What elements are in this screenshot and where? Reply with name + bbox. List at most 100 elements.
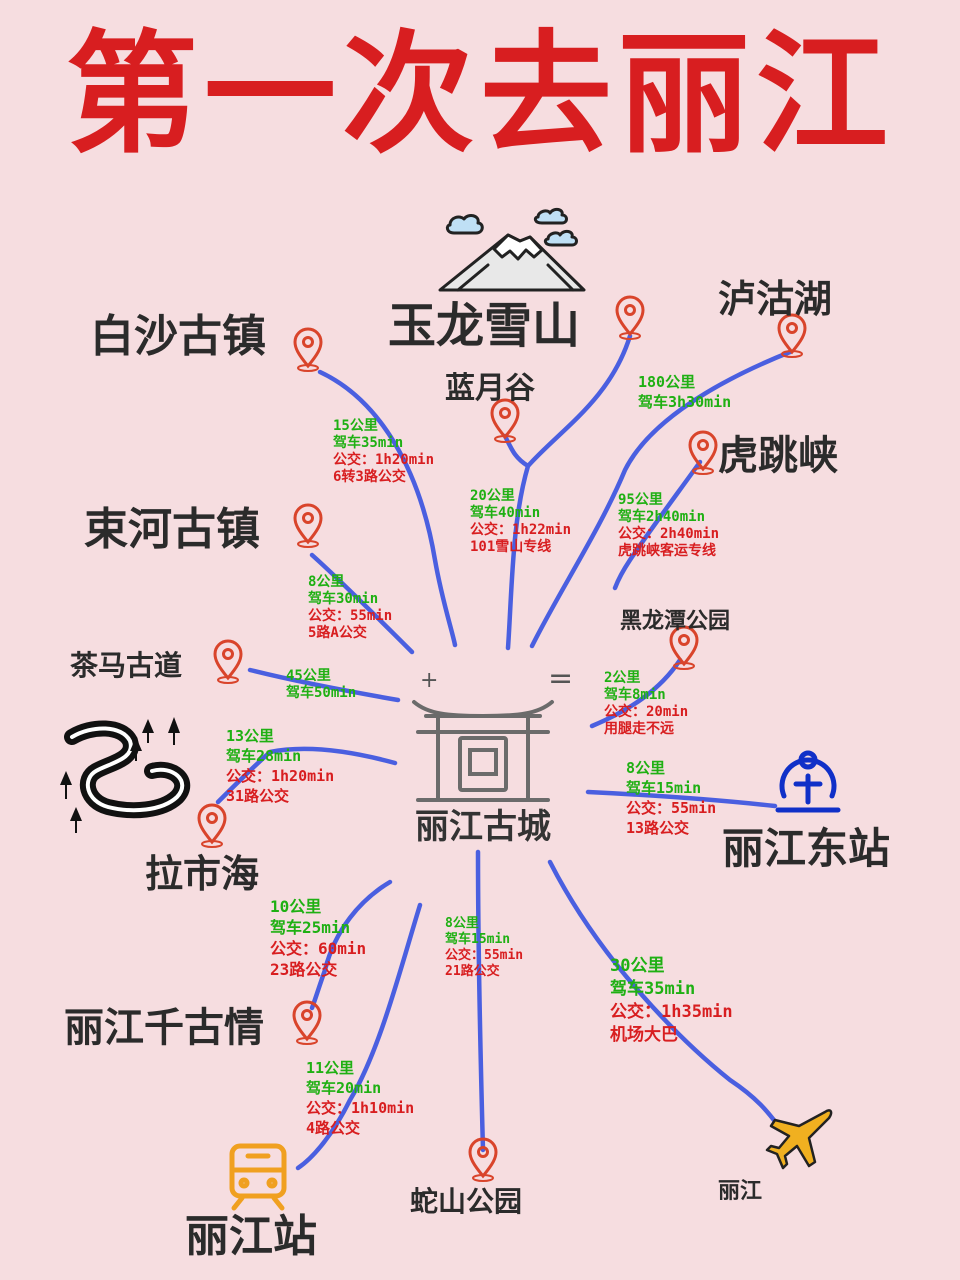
- location-pin-icon: [292, 1000, 322, 1045]
- location-pin-icon: [688, 430, 718, 475]
- route-line-airport: [547, 859, 783, 1131]
- place-heilong[interactable]: 黑龙潭公园: [620, 608, 731, 634]
- route-line-shesh: [475, 849, 486, 1153]
- info-line: 5路A公交: [308, 625, 367, 641]
- route-line-heilong: [589, 657, 683, 729]
- info-line: 101雪山专线: [470, 539, 552, 555]
- info-bus: 公交：55min: [445, 948, 524, 963]
- info-hutiao: 95公里 驾车2h40min 公交：2h40min 虎跳峡客运专线: [618, 492, 719, 560]
- place-east[interactable]: 丽江东站: [722, 824, 891, 873]
- info-dist: 20公里: [470, 488, 515, 504]
- info-dist: 13公里: [226, 727, 275, 745]
- location-pin-icon: [293, 327, 323, 372]
- info-bus: 公交：1h35min: [610, 1002, 733, 1022]
- place-lugu[interactable]: 泸沽湖: [718, 276, 833, 321]
- place-lashi[interactable]: 拉市海: [145, 851, 260, 896]
- info-lugu: 180公里 驾车3h30min: [638, 372, 731, 412]
- info-bus: 公交：1h20min: [226, 767, 335, 785]
- sparkle-plus-icon: +: [420, 668, 439, 693]
- info-line: 31路公交: [226, 787, 290, 805]
- place-yulong[interactable]: 玉龙雪山: [388, 298, 581, 354]
- info-dist: 11公里: [306, 1059, 355, 1077]
- location-pin-icon: [197, 803, 227, 848]
- info-car: 驾车2h40min: [618, 509, 706, 525]
- info-heilong: 2公里 驾车8min 公交：20min 用腿走不远: [604, 670, 688, 738]
- location-pin-icon: [669, 625, 699, 670]
- info-airport: 30公里 驾车35min 公交：1h35min 机场大巴: [610, 955, 733, 1047]
- location-pin-icon: [293, 503, 323, 548]
- route-line-lanyue: [502, 433, 531, 469]
- route-line-yulong: [505, 333, 633, 651]
- info-car: 驾车25min: [270, 918, 351, 937]
- info-car: 驾车3h30min: [638, 393, 732, 411]
- info-line: 23路公交: [270, 960, 338, 979]
- winding-road-icon: [60, 717, 191, 833]
- route-line-lashi: [215, 746, 398, 805]
- info-car: 驾车20min: [306, 1079, 382, 1097]
- place-station[interactable]: 丽江站: [185, 1211, 317, 1262]
- info-car: 驾车8min: [604, 687, 666, 703]
- info-car: 驾车28min: [226, 747, 302, 765]
- location-pin-icon: [777, 313, 807, 358]
- info-dist: 180公里: [638, 373, 696, 391]
- place-airport[interactable]: 丽江: [718, 1178, 763, 1204]
- info-bus: 公交：60min: [270, 939, 367, 958]
- location-pin-icon: [468, 1137, 498, 1182]
- info-shuhe: 8公里 驾车30min 公交：55min 5路A公交: [308, 574, 392, 642]
- info-dist: 8公里: [308, 574, 345, 590]
- info-dist: 2公里: [604, 670, 641, 686]
- info-dist: 15公里: [333, 418, 378, 434]
- place-lanyue[interactable]: 蓝月谷: [445, 371, 535, 406]
- route-line-station: [295, 902, 423, 1171]
- route-line-chama: [247, 667, 401, 703]
- route-line-qiangu: [309, 879, 393, 1011]
- info-shesh: 8公里 驾车15min 公交：55min 21路公交: [445, 916, 523, 980]
- info-yulong: 20公里 驾车40min 公交：1h22min 101雪山专线: [470, 488, 571, 556]
- info-qiangu: 10公里 驾车25min 公交：60min 23路公交: [270, 896, 366, 980]
- info-bus: 公交：2h40min: [618, 526, 720, 542]
- train-icon: [229, 1143, 287, 1211]
- info-line: 4路公交: [306, 1119, 361, 1137]
- info-dist: 45公里: [286, 668, 331, 684]
- info-lashi: 13公里 驾车28min 公交：1h20min 31路公交: [226, 726, 334, 806]
- page-title: 第一次去丽江: [66, 18, 894, 172]
- info-car: 驾车15min: [445, 932, 511, 947]
- sparkle-dash-icon: =: [548, 661, 574, 696]
- info-car: 驾车50min: [286, 685, 357, 701]
- route-line-east: [585, 789, 778, 809]
- location-pin-icon: [490, 398, 520, 443]
- place-chama[interactable]: 茶马古道: [70, 649, 183, 682]
- city-gate-icon: +: [412, 692, 554, 802]
- airplane-icon: [765, 1109, 833, 1170]
- info-line: 13路公交: [626, 819, 690, 837]
- info-car: 驾车35min: [333, 435, 404, 451]
- info-baisha: 15公里 驾车35min 公交：1h20min 6转3路公交: [333, 418, 434, 486]
- info-bus: 公交：1h20min: [333, 452, 435, 468]
- route-line-hutiao: [612, 459, 703, 591]
- info-station: 11公里 驾车20min 公交：1h10min 4路公交: [306, 1058, 414, 1138]
- info-car: 驾车30min: [308, 591, 379, 607]
- svg-text:+: +: [424, 692, 441, 695]
- location-pin-icon: [615, 295, 645, 340]
- place-hutiao[interactable]: 虎跳峡: [718, 432, 838, 479]
- place-center[interactable]: 丽江古城: [415, 807, 551, 847]
- place-shesh[interactable]: 蛇山公园: [410, 1185, 523, 1218]
- railway-station-icon: [775, 750, 841, 813]
- place-shuhe[interactable]: 束河古镇: [84, 504, 260, 555]
- info-dist: 8公里: [626, 759, 666, 777]
- info-bus: 公交：20min: [604, 704, 689, 720]
- info-bus: 公交：1h10min: [306, 1099, 415, 1117]
- place-qiangu[interactable]: 丽江千古情: [64, 1004, 264, 1051]
- info-car: 驾车15min: [626, 779, 702, 797]
- info-bus: 公交：55min: [308, 608, 393, 624]
- info-line: 6转3路公交: [333, 469, 406, 485]
- place-baisha[interactable]: 白沙古镇: [90, 311, 266, 362]
- route-line-baisha: [317, 369, 458, 648]
- info-line: 用腿走不远: [604, 721, 674, 737]
- info-east: 8公里 驾车15min 公交：55min 13路公交: [626, 758, 716, 838]
- info-dist: 10公里: [270, 897, 322, 916]
- snow-mountain-icon: [438, 207, 586, 292]
- info-line: 21路公交: [445, 964, 500, 979]
